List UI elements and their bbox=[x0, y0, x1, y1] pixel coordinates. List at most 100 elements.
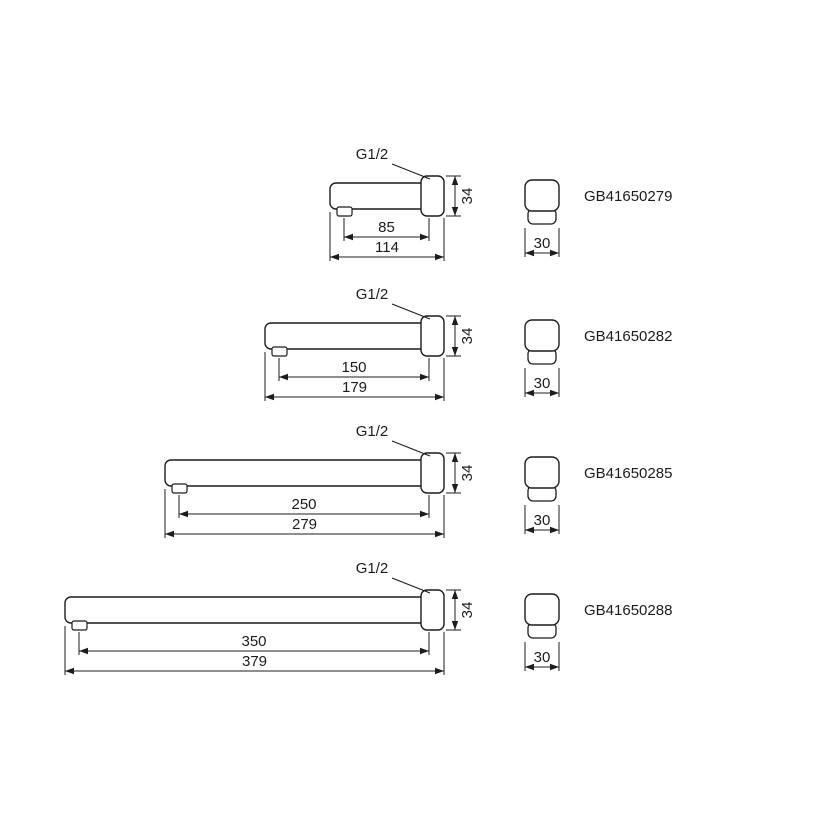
dimension-arrow bbox=[451, 207, 459, 216]
aerator bbox=[336, 206, 353, 217]
reach-dimension-label: 350 bbox=[241, 633, 266, 650]
width-dimension-label: 30 bbox=[534, 375, 551, 392]
dimension-arrow bbox=[179, 510, 188, 518]
thread-leader-line bbox=[391, 440, 431, 457]
dimension-arrow bbox=[420, 373, 429, 381]
end-view-body bbox=[524, 179, 560, 212]
height-dimension: 34 bbox=[446, 315, 476, 357]
dimension-arrow bbox=[65, 667, 74, 675]
height-dimension-label: 34 bbox=[459, 465, 476, 482]
dimension-arrow bbox=[435, 667, 444, 675]
aerator bbox=[171, 483, 188, 494]
dimension-arrow bbox=[525, 389, 534, 397]
dimension-arrow bbox=[420, 647, 429, 655]
spout-side-view bbox=[329, 175, 445, 217]
dimension-arrow bbox=[451, 176, 459, 185]
end-view-body bbox=[524, 456, 560, 489]
spout-side-view bbox=[64, 589, 445, 631]
reach-dimension: 350 bbox=[78, 632, 430, 655]
dimension-arrow bbox=[279, 373, 288, 381]
spout-row-3: G1/2 34 250 279 30 GB41650285 bbox=[164, 423, 672, 538]
overall-length-dimension: 279 bbox=[164, 489, 445, 538]
width-dimension: 30 bbox=[524, 228, 560, 257]
spout-row-1: G1/2 34 85 114 30 GB41650279 bbox=[329, 146, 672, 261]
width-dimension: 30 bbox=[524, 505, 560, 534]
wall-connector bbox=[420, 589, 445, 631]
width-dimension-label: 30 bbox=[534, 235, 551, 252]
dimension-arrow bbox=[435, 530, 444, 538]
dimension-arrow bbox=[451, 316, 459, 325]
reach-dimension-label: 250 bbox=[291, 496, 316, 513]
spout-tube bbox=[164, 459, 433, 487]
dimension-arrow bbox=[265, 393, 274, 401]
width-dimension-label: 30 bbox=[534, 649, 551, 666]
height-dimension-label: 34 bbox=[459, 188, 476, 205]
height-dimension-label: 34 bbox=[459, 328, 476, 345]
dimension-arrow bbox=[420, 510, 429, 518]
height-dimension: 34 bbox=[446, 452, 476, 494]
dimension-arrow bbox=[550, 249, 559, 257]
dimension-arrow bbox=[79, 647, 88, 655]
part-number: GB41650282 bbox=[584, 328, 672, 345]
spout-end-view bbox=[524, 593, 560, 639]
spout-side-view bbox=[264, 315, 445, 357]
wall-connector bbox=[420, 315, 445, 357]
overall-length-dimension: 114 bbox=[329, 212, 445, 261]
overall-length-dimension: 179 bbox=[264, 352, 445, 401]
dimension-arrow bbox=[435, 253, 444, 261]
overall-length-dimension-label: 279 bbox=[292, 516, 317, 533]
reach-dimension: 85 bbox=[343, 218, 430, 241]
dimension-arrow bbox=[451, 484, 459, 493]
overall-length-dimension-label: 114 bbox=[375, 239, 399, 256]
dimension-arrow bbox=[525, 526, 534, 534]
overall-length-dimension-label: 179 bbox=[342, 379, 367, 396]
spout-row-4: G1/2 34 350 379 30 GB41650288 bbox=[64, 560, 672, 675]
dimension-arrow bbox=[525, 663, 534, 671]
aerator bbox=[271, 346, 288, 357]
spout-end-view bbox=[524, 456, 560, 502]
part-number: GB41650285 bbox=[584, 465, 672, 482]
end-view-body bbox=[524, 319, 560, 352]
height-dimension-label: 34 bbox=[459, 602, 476, 619]
dimension-arrow bbox=[550, 389, 559, 397]
width-dimension-label: 30 bbox=[534, 512, 551, 529]
dimension-arrow bbox=[435, 393, 444, 401]
thread-leader-line bbox=[391, 303, 431, 320]
height-dimension: 34 bbox=[446, 589, 476, 631]
thread-label: G1/2 bbox=[356, 423, 389, 440]
thread-label: G1/2 bbox=[356, 146, 389, 163]
reach-dimension: 150 bbox=[278, 358, 430, 381]
overall-length-dimension: 379 bbox=[64, 626, 445, 675]
part-number: GB41650279 bbox=[584, 188, 672, 205]
reach-dimension: 250 bbox=[178, 495, 430, 518]
spout-end-view bbox=[524, 179, 560, 225]
dimension-arrow bbox=[550, 663, 559, 671]
dimension-arrow bbox=[451, 347, 459, 356]
spout-tube bbox=[329, 182, 433, 210]
reach-dimension-label: 85 bbox=[378, 219, 395, 236]
dimension-arrow bbox=[420, 233, 429, 241]
thread-label: G1/2 bbox=[356, 560, 389, 577]
part-number: GB41650288 bbox=[584, 602, 672, 619]
overall-length-dimension-label: 379 bbox=[242, 653, 267, 670]
dimension-arrow bbox=[451, 453, 459, 462]
width-dimension: 30 bbox=[524, 368, 560, 397]
spout-end-view bbox=[524, 319, 560, 365]
dimension-arrow bbox=[344, 233, 353, 241]
dimension-arrow bbox=[451, 621, 459, 630]
spout-tube bbox=[264, 322, 433, 350]
dimension-arrow bbox=[165, 530, 174, 538]
end-view-body bbox=[524, 593, 560, 626]
wall-connector bbox=[420, 452, 445, 494]
height-dimension: 34 bbox=[446, 175, 476, 217]
dimension-arrow bbox=[330, 253, 339, 261]
dimension-arrow bbox=[525, 249, 534, 257]
wall-connector bbox=[420, 175, 445, 217]
thread-label: G1/2 bbox=[356, 286, 389, 303]
spout-tube bbox=[64, 596, 433, 624]
thread-leader-line bbox=[391, 163, 431, 180]
spout-side-view bbox=[164, 452, 445, 494]
